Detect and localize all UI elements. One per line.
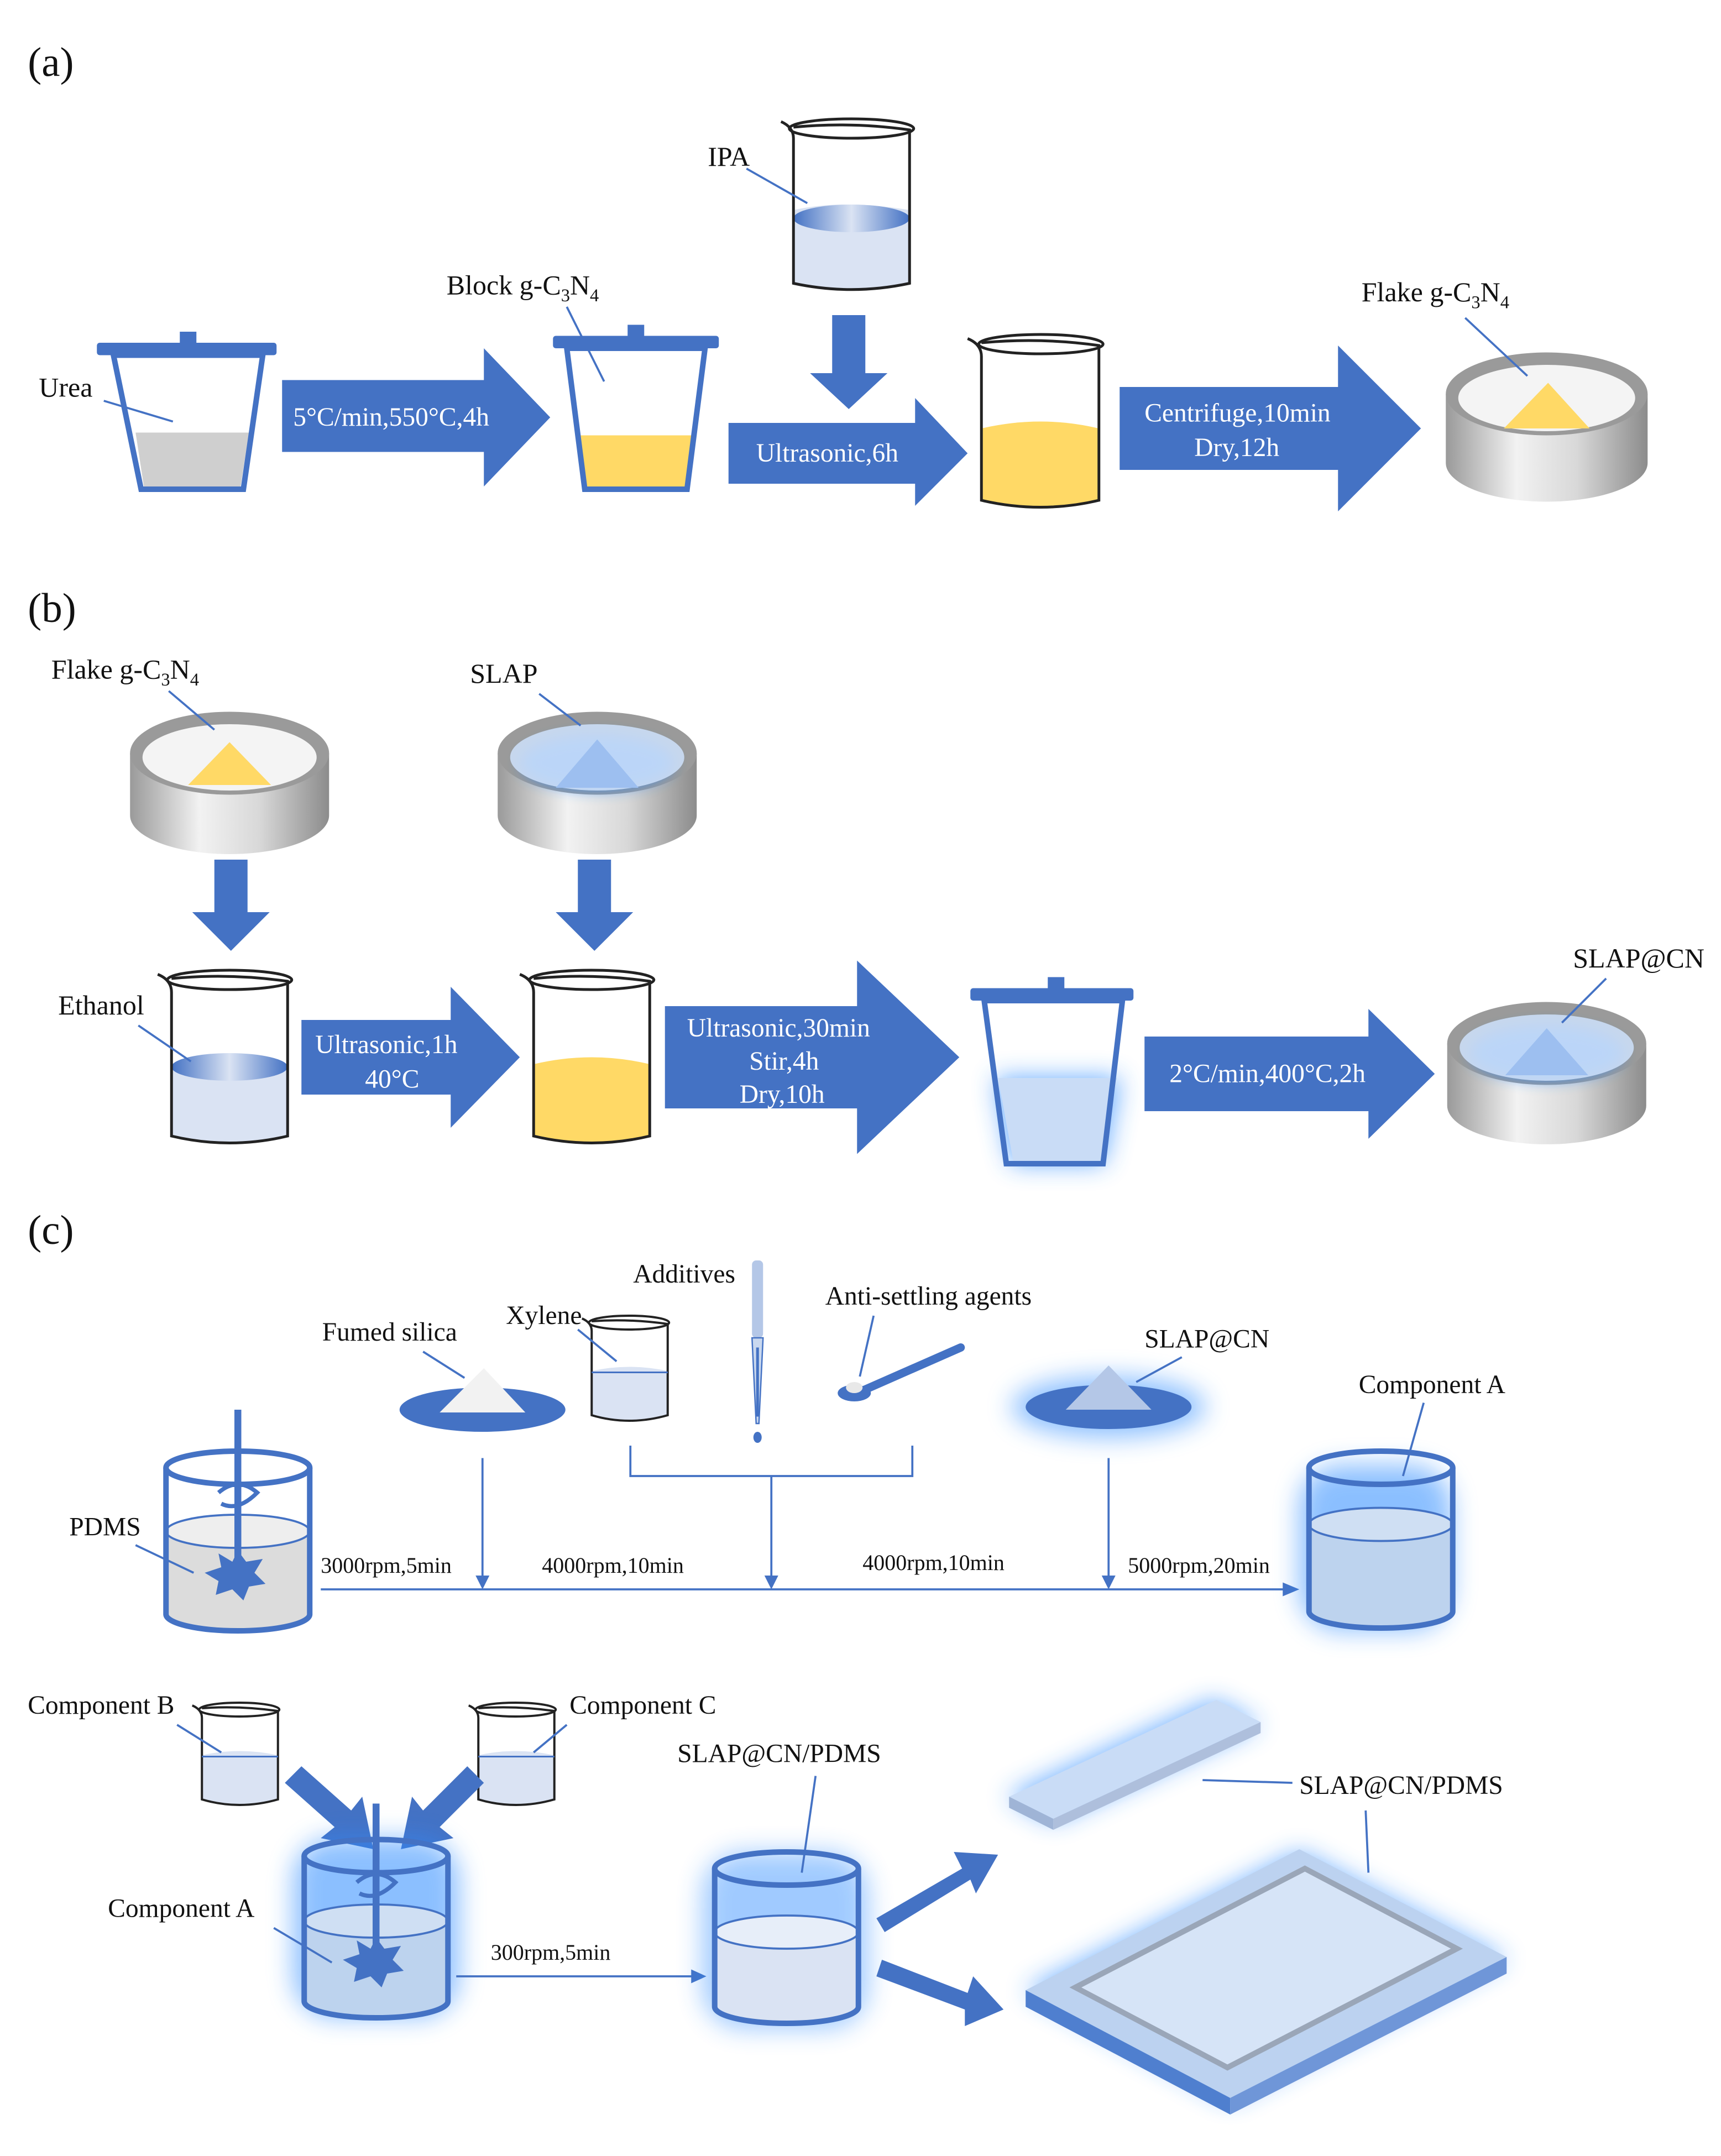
bracket-mix — [629, 1446, 914, 1477]
label-flake-gcn-b: Flake g-C3N4 — [51, 654, 199, 690]
beaker-xylene — [581, 1315, 671, 1422]
step-b2-line2: Stir,4h — [749, 1047, 819, 1076]
arrow-a2 — [728, 398, 968, 506]
step-b1-line2: 40°C — [365, 1065, 419, 1094]
spoon-anti-settling — [838, 1343, 965, 1401]
dish-slap — [498, 711, 697, 854]
dish-slap-cn — [1447, 1002, 1646, 1144]
pipette-additives — [751, 1260, 764, 1443]
label-additives: Additives — [633, 1260, 735, 1289]
crucible-glow-b — [970, 977, 1134, 1166]
label-xylene: Xylene — [506, 1301, 582, 1330]
label-slap: SLAP — [470, 658, 537, 689]
label-block-gcn: Block g-C3N4 — [447, 270, 599, 306]
label-fumed-silica: Fumed silica — [322, 1318, 457, 1347]
speed-5: 300rpm,5min — [491, 1940, 611, 1965]
beaker-yellow-b — [519, 969, 656, 1144]
beaker-ethanol — [157, 969, 294, 1144]
arrow-b3 — [1144, 1009, 1435, 1139]
step-b2-line3: Dry,10h — [740, 1080, 825, 1109]
step-b2-line1: Ultrasonic,30min — [687, 1014, 870, 1043]
arrow-b2 — [665, 960, 960, 1154]
beaker-component-b — [191, 1702, 281, 1806]
arrow-component-b-in — [285, 1766, 374, 1849]
label-slap-cn-b: SLAP@CN — [1573, 943, 1704, 974]
crucible-urea — [97, 332, 277, 492]
panel-label-b: (b) — [28, 585, 76, 631]
speed-4: 5000rpm,20min — [1128, 1553, 1270, 1578]
arrow-down-b1 — [192, 860, 270, 951]
label-anti-settling: Anti-settling agents — [825, 1282, 1032, 1311]
arrow-to-strip — [876, 1852, 998, 1932]
coating-strip — [1006, 1700, 1261, 1830]
arrow-b1 — [301, 987, 520, 1128]
tank-component-a — [1299, 1448, 1456, 1631]
label-slap-cn-pdms-1: SLAP@CN/PDMS — [677, 1740, 881, 1768]
label-urea: Urea — [39, 372, 92, 403]
tank-slap-cn-pdms — [702, 1849, 869, 2029]
step-a2: Ultrasonic,6h — [756, 439, 898, 468]
speed-2: 4000rpm,10min — [542, 1553, 684, 1578]
speed-3: 4000rpm,10min — [862, 1550, 1005, 1575]
tank-mixer-component-a — [293, 1803, 459, 2021]
dish-flake-gcn-b — [130, 711, 329, 854]
step-a3-line1: Centrifuge,10min — [1144, 399, 1331, 428]
step-b3: 2°C/min,400°C,2h — [1169, 1060, 1366, 1089]
label-slap-cn-c: SLAP@CN — [1144, 1325, 1269, 1354]
panel-label-a: (a) — [28, 40, 74, 86]
label-slap-cn-pdms-2: SLAP@CN/PDMS — [1299, 1771, 1503, 1800]
label-pdms: PDMS — [69, 1513, 140, 1542]
panel-label-c: (c) — [28, 1207, 74, 1253]
arrow-a3 — [1120, 346, 1421, 511]
label-ipa: IPA — [708, 141, 750, 172]
step-a1: 5°C/min,550°C,4h — [293, 403, 489, 432]
step-b1-line1: Ultrasonic,1h — [315, 1030, 457, 1059]
label-ethanol: Ethanol — [58, 990, 144, 1021]
dish-fumed-silica — [399, 1368, 566, 1432]
tank-pdms — [163, 1410, 313, 1634]
beaker-yellow-dispersion — [967, 333, 1105, 509]
step-a3-line2: Dry,12h — [1194, 433, 1279, 462]
coating-plate — [1026, 1849, 1507, 2115]
dish-flake-gcn-a — [1446, 352, 1648, 502]
beaker-ipa — [780, 117, 916, 291]
label-component-c: Component C — [569, 1691, 716, 1720]
arrow-down-a — [810, 315, 888, 409]
arrow-down-b2 — [556, 860, 634, 951]
beaker-component-c — [468, 1702, 557, 1806]
arrow-a1 — [282, 348, 551, 486]
arrow-to-plate — [876, 1960, 1004, 2026]
crucible-block-gcn — [553, 325, 719, 492]
dish-slap-cn-c — [1012, 1365, 1206, 1437]
label-component-a-bottom: Component A — [108, 1895, 254, 1923]
label-component-b: Component B — [28, 1691, 174, 1720]
label-component-a-top: Component A — [1359, 1370, 1505, 1399]
label-flake-gcn-a: Flake g-C3N4 — [1362, 276, 1509, 313]
arrow-component-c-in — [401, 1766, 484, 1849]
speed-1: 3000rpm,5min — [321, 1553, 452, 1578]
